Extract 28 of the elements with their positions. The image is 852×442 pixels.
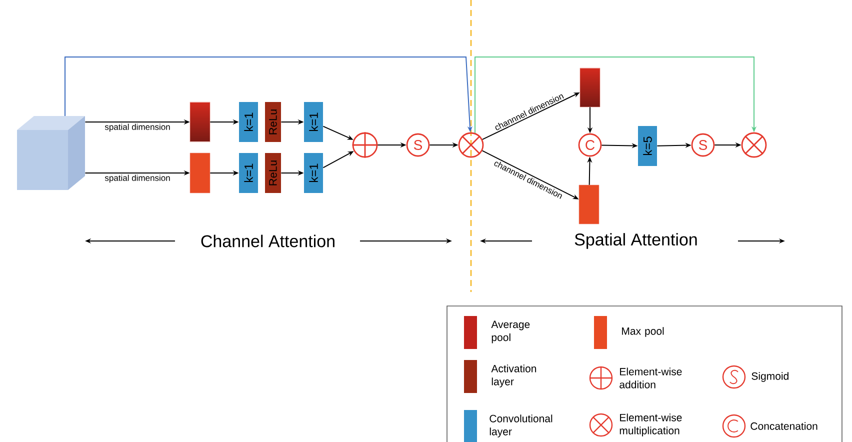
- pooling-bar: [190, 152, 210, 194]
- edge-label: spatial dimension: [104, 122, 172, 133]
- legend-text: Concatenation: [750, 422, 818, 430]
- pooling-bar: [578, 184, 600, 224]
- multiplication-symbol: [741, 132, 767, 158]
- legend-text: Activation layer: [491, 364, 536, 388]
- arrow: [474, 56, 757, 134]
- pooling-bar: [580, 68, 600, 108]
- section-label: Channel Attention: [201, 234, 334, 248]
- legend-text: Convolutional layer: [490, 414, 552, 438]
- section-label: Spatial Attention: [574, 233, 697, 249]
- activation-box: ReLu: [265, 153, 281, 193]
- edge-label: spatial dimension: [104, 174, 172, 184]
- legend-text: Max pool: [622, 327, 664, 337]
- addition-symbol: [352, 132, 378, 158]
- legend-text: Element-wise multiplication: [620, 414, 682, 436]
- convolution-box: k=5: [638, 126, 657, 166]
- legend-text: Element-wise addition: [620, 368, 682, 388]
- legend-text: Average pool: [491, 320, 530, 344]
- activation-box: ReLu: [265, 102, 281, 142]
- convolution-box: k=1: [239, 153, 258, 193]
- cube-drawing: [17, 116, 86, 190]
- convolution-box: k=1: [304, 102, 323, 142]
- convolution-box: k=1: [239, 102, 258, 142]
- multiplication-symbol: [458, 132, 484, 158]
- legend-text: Sigmoid: [752, 372, 788, 382]
- pooling-bar: [190, 102, 210, 142]
- convolution-box: k=1: [304, 153, 323, 193]
